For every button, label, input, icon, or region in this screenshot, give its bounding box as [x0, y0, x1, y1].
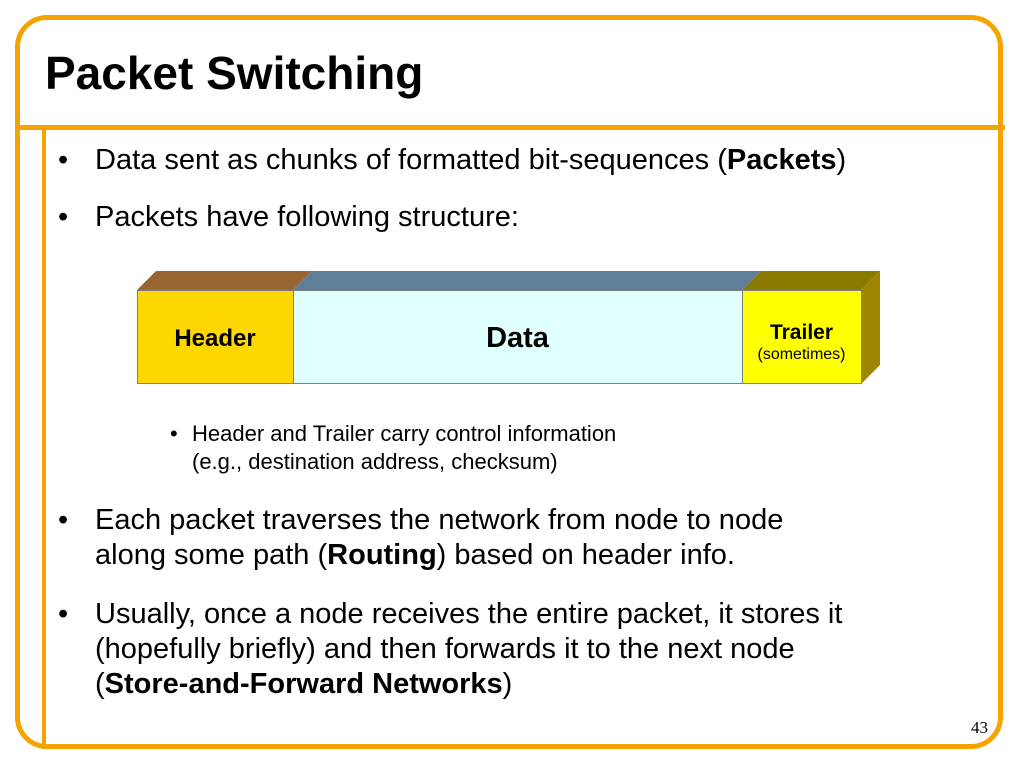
bullet-structure: • Packets have following structure: — [58, 200, 519, 235]
bullet-text: ( — [95, 668, 105, 700]
bullet-dot: • — [58, 144, 69, 176]
bullet-bold-term: Store-and-Forward Networks — [104, 668, 503, 700]
header-top-face — [137, 271, 312, 290]
sub-bullet-line: Header and Trailer carry control informa… — [192, 421, 617, 446]
bullet-line: (hopefully briefly) and then forwards it… — [95, 633, 795, 665]
sub-bullet-control-info: • Header and Trailer carry control infor… — [170, 420, 616, 476]
bullet-dot: • — [58, 598, 69, 630]
data-label: Data — [486, 322, 549, 354]
trailer-top-face — [742, 271, 880, 290]
sub-bullet-line: (e.g., destination address, checksum) — [192, 449, 558, 474]
header-label: Header — [174, 325, 256, 352]
bullet-dot: • — [58, 504, 69, 536]
bullet-bold-term: Routing — [327, 539, 437, 571]
bullet-line: (Store-and-Forward Networks) — [95, 667, 1024, 702]
bullet-routing: • Each packet traverses the network from… — [58, 503, 995, 573]
bullet-text: ) — [502, 668, 513, 700]
slide-frame — [15, 15, 1003, 749]
left-margin-rule — [42, 125, 46, 749]
title-divider — [15, 125, 1005, 130]
page-number: 43 — [971, 718, 988, 737]
bullet-bold-term: Packets — [726, 144, 837, 176]
header-segment — [137, 290, 294, 384]
bullet-line: along some path (Routing) based on heade… — [95, 538, 995, 573]
bullet-line: Usually, once a node receives the entire… — [95, 598, 843, 630]
data-top-face — [293, 271, 761, 290]
trailer-label: Trailer — [769, 321, 834, 344]
trailer-segment — [742, 290, 862, 384]
slide-title: Packet Switching — [45, 47, 424, 99]
bullet-packets: • Data sent as chunks of formatted bit-s… — [58, 143, 846, 178]
bullet-text: ) based on header info. — [436, 539, 735, 571]
trailer-side-face — [861, 271, 880, 384]
bullet-line: Each packet traverses the network from n… — [95, 504, 784, 536]
bullet-text: Data sent as chunks of formatted bit-seq… — [95, 144, 727, 176]
bullet-dot: • — [58, 201, 69, 233]
bullet-text: along some path ( — [95, 539, 328, 571]
data-segment — [293, 290, 743, 384]
bullet-text: Packets have following structure: — [95, 201, 519, 233]
bullet-store-forward: • Usually, once a node receives the enti… — [58, 597, 1024, 702]
packet-structure-diagram — [137, 271, 880, 384]
trailer-note: (sometimes) — [757, 346, 846, 363]
bullet-dot: • — [170, 421, 178, 446]
bullet-text: ) — [836, 144, 847, 176]
